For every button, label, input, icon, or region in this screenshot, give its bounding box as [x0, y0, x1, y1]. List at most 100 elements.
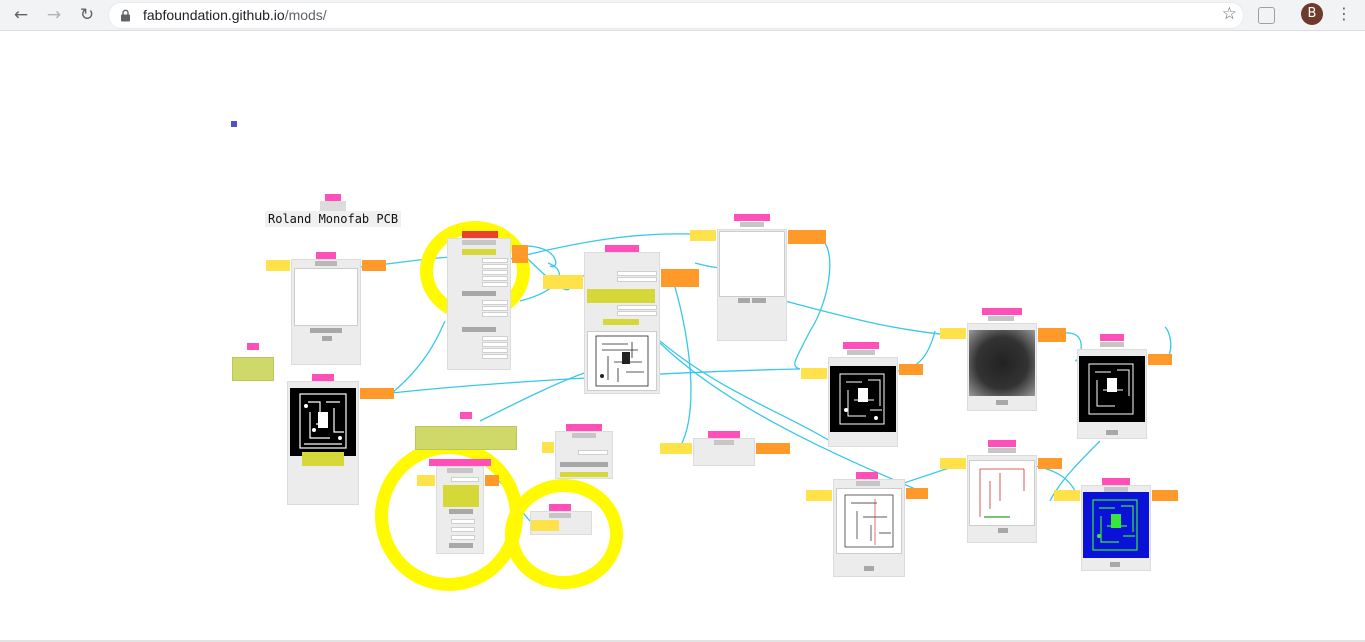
output-pin[interactable] [512, 245, 528, 263]
input-pin[interactable] [660, 443, 692, 454]
module-view-toolpath[interactable] [806, 472, 928, 577]
action-buttons[interactable] [560, 462, 608, 467]
mods-canvas[interactable]: Roland Monofab PCB [0, 31, 1365, 642]
mill-traces-button[interactable] [462, 249, 496, 255]
input-row[interactable] [482, 306, 508, 311]
horizontal-scrollbar[interactable] [0, 640, 1365, 642]
input-pin[interactable] [690, 230, 716, 241]
input-row[interactable] [578, 450, 608, 455]
output-pin[interactable] [1038, 328, 1066, 342]
input-row[interactable] [617, 305, 657, 310]
note-save-file[interactable] [415, 412, 517, 450]
input-row[interactable] [482, 300, 508, 305]
view-button[interactable] [1106, 430, 1118, 435]
module-small-top[interactable] [320, 194, 346, 211]
input-pin[interactable] [940, 328, 966, 339]
view-button[interactable] [998, 528, 1008, 533]
delete-button[interactable] [549, 513, 571, 518]
input-row[interactable] [482, 342, 508, 347]
module-distance-transform[interactable] [940, 308, 1066, 411]
delete-button[interactable] [1100, 342, 1124, 347]
save-button[interactable] [752, 298, 766, 303]
calculate-button[interactable] [603, 319, 639, 325]
input-row[interactable] [482, 276, 508, 281]
mill-outline-button[interactable] [462, 291, 496, 296]
view-button[interactable] [322, 336, 332, 341]
input-row[interactable] [482, 270, 508, 275]
delete-button[interactable] [462, 240, 496, 245]
module-image-threshold[interactable] [690, 214, 826, 341]
input-pin[interactable] [531, 520, 559, 531]
output-pin[interactable] [360, 388, 394, 399]
select-file-button[interactable] [310, 328, 342, 333]
module-set-pcb-defaults[interactable] [447, 231, 528, 370]
delete-button[interactable] [856, 481, 880, 486]
output-pin[interactable] [906, 488, 928, 499]
module-roland-srm20[interactable] [417, 459, 499, 554]
output-pin[interactable] [1038, 458, 1062, 469]
output-pin[interactable] [899, 364, 923, 375]
input-pin[interactable] [417, 475, 435, 486]
reload-button[interactable]: ↻ [76, 4, 98, 26]
output-pin[interactable] [661, 269, 699, 287]
address-bar[interactable]: fabfoundation.github.io/mods/ ☆ [108, 2, 1244, 29]
mill-other-button[interactable] [462, 327, 496, 332]
input-row[interactable] [482, 258, 508, 263]
calculate-button[interactable] [449, 543, 473, 548]
module-orient-edges[interactable] [1054, 478, 1178, 571]
input-row[interactable] [482, 354, 508, 359]
input-row[interactable] [482, 264, 508, 269]
output-pin[interactable] [756, 443, 790, 454]
input-pin[interactable] [542, 442, 554, 453]
view-button[interactable] [1110, 562, 1120, 567]
output-pin[interactable] [1148, 354, 1172, 365]
module-image-left[interactable] [287, 374, 394, 505]
view-button[interactable] [996, 400, 1008, 405]
delete-button[interactable] [1104, 487, 1128, 492]
input-row[interactable] [482, 282, 508, 287]
input-pin[interactable] [940, 458, 966, 469]
input-row[interactable] [451, 477, 479, 482]
avatar[interactable]: B [1301, 3, 1323, 25]
delete-button[interactable] [988, 448, 1016, 453]
input-row[interactable] [617, 277, 657, 282]
input-row[interactable] [451, 519, 475, 524]
output-pin[interactable] [485, 475, 499, 486]
output-pin[interactable] [362, 260, 386, 271]
back-button[interactable]: ← [10, 4, 32, 26]
module-vectorize[interactable] [660, 431, 790, 466]
module-offset[interactable] [1077, 334, 1172, 439]
move-button[interactable] [449, 509, 473, 514]
forward-button[interactable]: → [43, 4, 65, 26]
input-row[interactable] [617, 311, 657, 316]
input-row[interactable] [482, 336, 508, 341]
delete-button[interactable] [714, 440, 734, 445]
delete-button[interactable] [988, 316, 1014, 321]
module-read-file[interactable] [266, 252, 386, 365]
output-pin[interactable] [788, 230, 826, 244]
input-pin[interactable] [266, 260, 290, 271]
module-edge-detect[interactable] [940, 440, 1062, 543]
delete-button[interactable] [847, 350, 875, 355]
file-drop-area[interactable] [294, 268, 358, 326]
delete-button[interactable] [572, 433, 596, 438]
view-button[interactable] [864, 566, 874, 571]
input-row[interactable] [451, 535, 475, 540]
view-button[interactable] [738, 298, 750, 303]
module-serial[interactable] [542, 424, 613, 479]
input-row[interactable] [451, 527, 475, 532]
star-icon[interactable]: ☆ [1221, 4, 1237, 24]
input-pin[interactable] [543, 275, 583, 289]
input-pin[interactable] [1054, 490, 1080, 501]
kebab-menu-icon[interactable]: ⋮ [1336, 4, 1352, 23]
note-module[interactable] [232, 343, 274, 381]
extension-icon[interactable] [1258, 7, 1275, 24]
input-row[interactable] [617, 271, 657, 276]
output-pin[interactable] [1152, 490, 1178, 501]
input-pin[interactable] [801, 368, 827, 379]
input-pin[interactable] [806, 490, 832, 501]
module-mill-raster-2d[interactable] [543, 245, 699, 394]
module-image-threshold-black[interactable] [801, 342, 923, 447]
delete-button[interactable] [447, 468, 473, 473]
input-row[interactable] [482, 348, 508, 353]
